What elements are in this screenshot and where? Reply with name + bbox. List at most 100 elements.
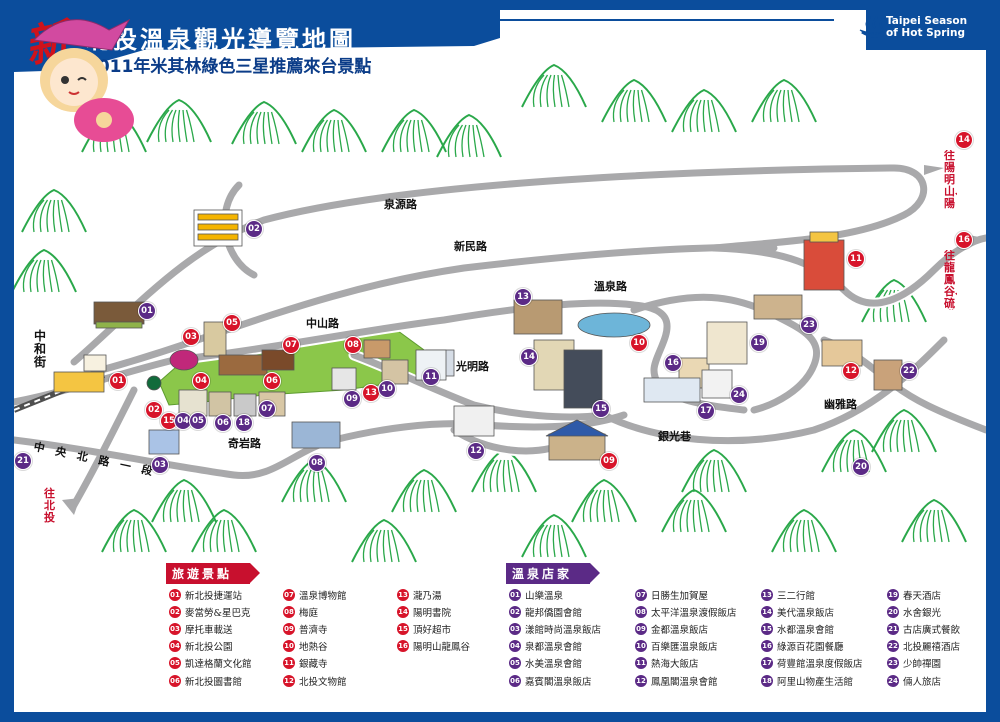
map-marker-purple-23[interactable]: 23 [800,316,818,334]
map-marker-purple-07[interactable]: 07 [258,400,276,418]
map-marker-red-08[interactable]: 08 [344,336,362,354]
map-marker-purple-05[interactable]: 05 [189,412,207,430]
map-marker-purple-16[interactable]: 16 [664,354,682,372]
map-marker-purple-12[interactable]: 12 [467,442,485,460]
title-banner-shape [14,10,500,72]
map-marker-purple-19[interactable]: 19 [750,334,768,352]
mountain-cluster [151,478,217,523]
legend-number-badge: 08 [283,605,295,618]
map-marker-purple-08[interactable]: 08 [308,454,326,472]
map-marker-purple-03[interactable]: 03 [151,456,169,474]
legend-number-badge: 16 [397,640,409,653]
legend-number-badge: 11 [283,657,295,670]
map-marker-purple-22[interactable]: 22 [900,362,918,380]
mountain-cluster [661,488,727,533]
mountain-cluster [281,458,347,503]
mountain-cluster [21,188,87,233]
map-marker-red-02[interactable]: 02 [145,401,163,419]
legend-item-label: 荷豐館溫泉度假飯店 [777,659,863,671]
brand-line-1: Taipei Season [886,15,968,27]
map-marker-purple-01[interactable]: 01 [138,302,156,320]
road-label-wenquan: 溫泉路 [594,280,627,293]
map-marker-red-09[interactable]: 09 [600,452,618,470]
legend-number-badge: 10 [635,640,647,653]
brand-badge: Taipei Season of Hot Spring [859,10,986,50]
map-marker-red-06[interactable]: 06 [263,372,281,390]
legend-item-label: 銀藏寺 [299,659,328,671]
map-marker-longfeng[interactable]: 16 [955,231,973,249]
map-marker-purple-09[interactable]: 09 [343,390,361,408]
map-marker-red-10[interactable]: 10 [630,334,648,352]
map-marker-red-07[interactable]: 07 [282,336,300,354]
map-marker-red-05[interactable]: 05 [223,314,241,332]
map-marker-purple-13[interactable]: 13 [514,288,532,306]
map-marker-red-11[interactable]: 11 [847,250,865,268]
map-marker-purple-24[interactable]: 24 [730,386,748,404]
map-marker-purple-06[interactable]: 06 [214,414,232,432]
legend-item-label: 新北投公園 [185,642,233,654]
map-marker-yangming[interactable]: 14 [955,131,973,149]
map-marker-purple-21[interactable]: 21 [14,452,32,470]
map-marker-purple-18[interactable]: 18 [235,414,253,432]
mountain-cluster [671,88,737,133]
map-marker-red-12[interactable]: 12 [842,362,860,380]
legend-item[interactable]: 11 銀藏寺 [283,655,347,672]
map-marker-purple-11[interactable]: 11 [422,368,440,386]
map-marker-purple-14[interactable]: 14 [520,348,538,366]
map-marker-purple-17[interactable]: 17 [697,402,715,420]
map-marker-red-01[interactable]: 01 [109,372,127,390]
map-marker-purple-20[interactable]: 20 [852,458,870,476]
map-marker-purple-02[interactable]: 02 [245,220,263,238]
map-marker-purple-10[interactable]: 10 [378,380,396,398]
legend-item-label: 新北投捷運站 [185,590,243,602]
mountain-cluster [301,108,367,153]
legend-number-badge: 03 [169,622,181,635]
map-marker-red-04[interactable]: 04 [192,372,210,390]
building-08-hotel [291,421,341,449]
map-marker-red-03[interactable]: 03 [182,328,200,346]
map-marker-purple-15[interactable]: 15 [592,400,610,418]
legend-number-badge: 02 [509,605,521,618]
